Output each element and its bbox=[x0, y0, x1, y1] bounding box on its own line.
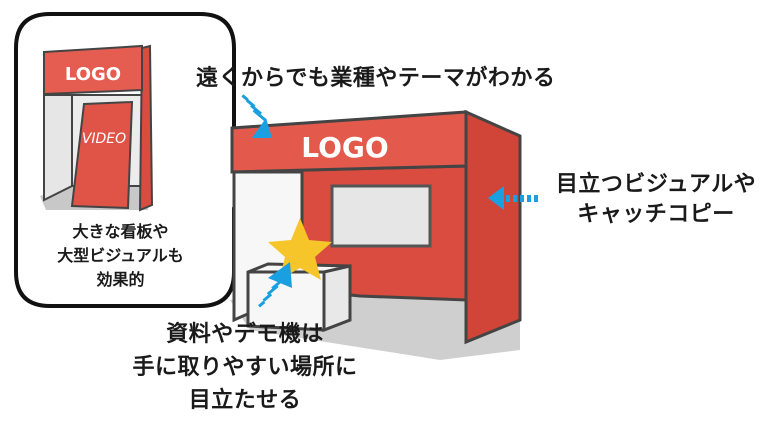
bubble-caption-line: 大きな看板や bbox=[72, 222, 169, 241]
bubble-caption-line: 大型ビジュアルも bbox=[57, 246, 184, 265]
callout-bottom-line: 資料やデモ機は bbox=[166, 322, 324, 347]
bubble-caption: 大きな看板や 大型ビジュアルも 効果的 bbox=[18, 220, 223, 292]
small-booth-illustration: LOGO VIDEO bbox=[40, 44, 154, 212]
callout-bottom: 資料やデモ機は 手に取りやすい場所に 目立たせる bbox=[100, 318, 390, 417]
callout-top: 遠くからでも業種やテーマがわかる bbox=[196, 66, 556, 91]
callout-bottom-line: 手に取りやすい場所に bbox=[132, 355, 358, 380]
callout-right-line: キャッチコピー bbox=[577, 202, 735, 227]
main-booth-illustration: LOGO bbox=[230, 109, 522, 360]
star-icon bbox=[268, 218, 332, 280]
callout-right: 目立つビジュアルや キャッチコピー bbox=[536, 170, 776, 230]
svg-text:LOGO: LOGO bbox=[65, 64, 121, 85]
arrow-icon-right bbox=[488, 186, 538, 210]
bubble-caption-line: 効果的 bbox=[96, 270, 145, 289]
svg-text:LOGO: LOGO bbox=[301, 131, 388, 164]
arrow-icon-bottom bbox=[258, 262, 292, 308]
callout-bottom-line: 目立たせる bbox=[188, 388, 302, 413]
svg-text:VIDEO: VIDEO bbox=[82, 131, 126, 147]
arrow-icon-top bbox=[241, 94, 272, 138]
callout-right-line: 目立つビジュアルや bbox=[555, 172, 757, 197]
